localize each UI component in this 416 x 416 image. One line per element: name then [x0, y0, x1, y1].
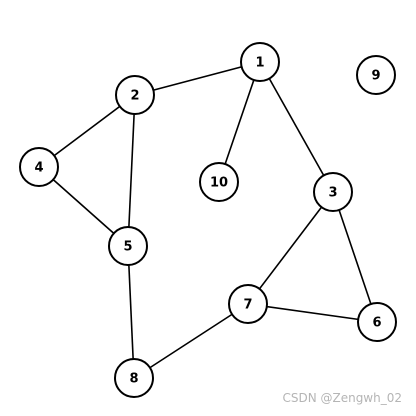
node-5: 5 — [108, 226, 148, 266]
node-8-label: 8 — [129, 372, 138, 387]
edge-5-8 — [127, 245, 135, 379]
node-3-circle — [313, 172, 353, 212]
node-1: 1 — [240, 42, 280, 82]
node-2-circle — [115, 75, 155, 115]
node-6-label: 6 — [372, 316, 381, 331]
node-2-label: 2 — [130, 89, 139, 104]
node-4: 4 — [19, 147, 59, 187]
node-1-label: 1 — [255, 56, 264, 71]
edges-layer — [38, 61, 378, 379]
edge-1-10 — [218, 61, 261, 183]
node-3: 3 — [313, 172, 353, 212]
node-6-circle — [357, 302, 397, 342]
node-3-label: 3 — [328, 186, 337, 201]
node-5-label: 5 — [123, 240, 132, 255]
node-4-circle — [19, 147, 59, 187]
node-4-label: 4 — [34, 161, 43, 176]
node-9: 9 — [356, 55, 396, 95]
node-9-circle — [356, 55, 396, 95]
node-9-label: 9 — [371, 69, 380, 84]
edge-2-5 — [127, 94, 136, 247]
node-1-circle — [240, 42, 280, 82]
node-8-circle — [114, 358, 154, 398]
node-7-label: 7 — [243, 298, 252, 313]
node-7: 7 — [228, 284, 268, 324]
edge-7-8 — [133, 303, 249, 379]
node-8: 8 — [114, 358, 154, 398]
node-10-circle — [199, 162, 239, 202]
watermark-text: CSDN @Zengwh_02 — [282, 391, 402, 405]
node-5-circle — [108, 226, 148, 266]
node-10-label: 10 — [210, 176, 228, 191]
nodes-layer: 1 2 3 4 5 6 7 8 9 10 — [19, 42, 397, 398]
node-10: 10 — [199, 162, 239, 202]
node-2: 2 — [115, 75, 155, 115]
edge-7-6 — [247, 303, 378, 323]
edge-3-6 — [332, 191, 378, 323]
edge-1-2 — [134, 61, 261, 96]
edge-1-3 — [259, 61, 334, 193]
node-6: 6 — [357, 302, 397, 342]
edge-3-7 — [247, 191, 334, 305]
node-7-circle — [228, 284, 268, 324]
